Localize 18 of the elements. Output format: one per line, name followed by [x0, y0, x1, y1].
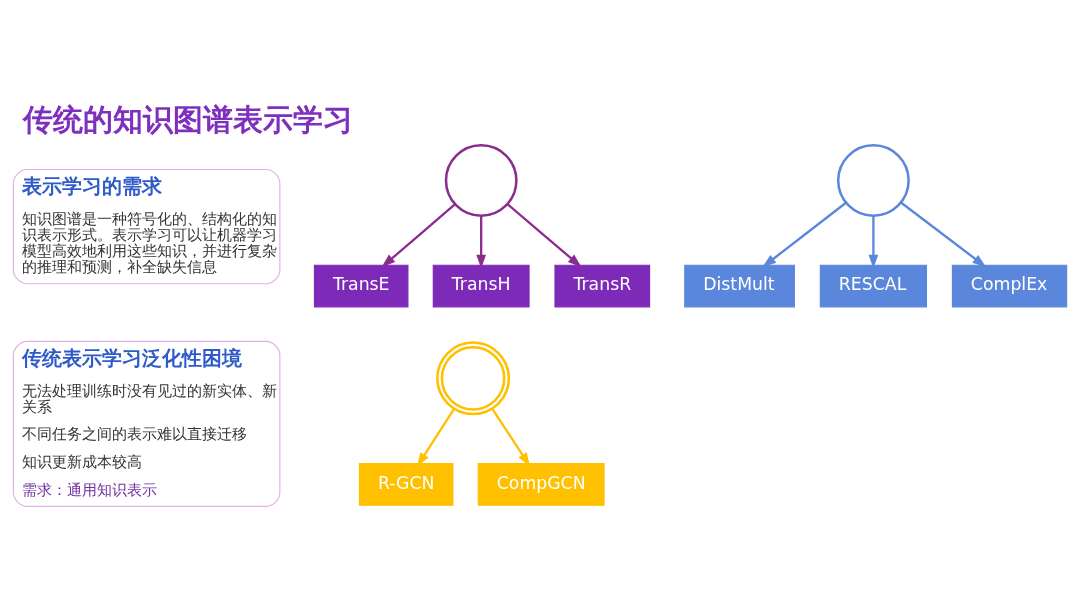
arrow — [506, 202, 582, 267]
node-circle — [444, 143, 518, 217]
arrow — [868, 215, 879, 269]
arrow — [381, 202, 456, 267]
diagram-title: 传统的知识图谱表示学习 — [22, 101, 353, 137]
arrow — [900, 201, 987, 267]
node-circle — [836, 143, 910, 217]
node-box: RESCAL — [819, 264, 928, 307]
node-box: ComplEx — [951, 264, 1068, 307]
node-box: TransR — [554, 264, 651, 307]
node-box: CompGCN — [477, 462, 605, 506]
node-box: R-GCN — [358, 462, 454, 506]
node-box: DistMult — [684, 264, 795, 307]
node-box: TransE — [313, 264, 409, 307]
arrow — [476, 215, 486, 269]
node-picture — [436, 340, 511, 415]
node-box: TransH — [432, 264, 530, 307]
arrow — [762, 201, 847, 267]
